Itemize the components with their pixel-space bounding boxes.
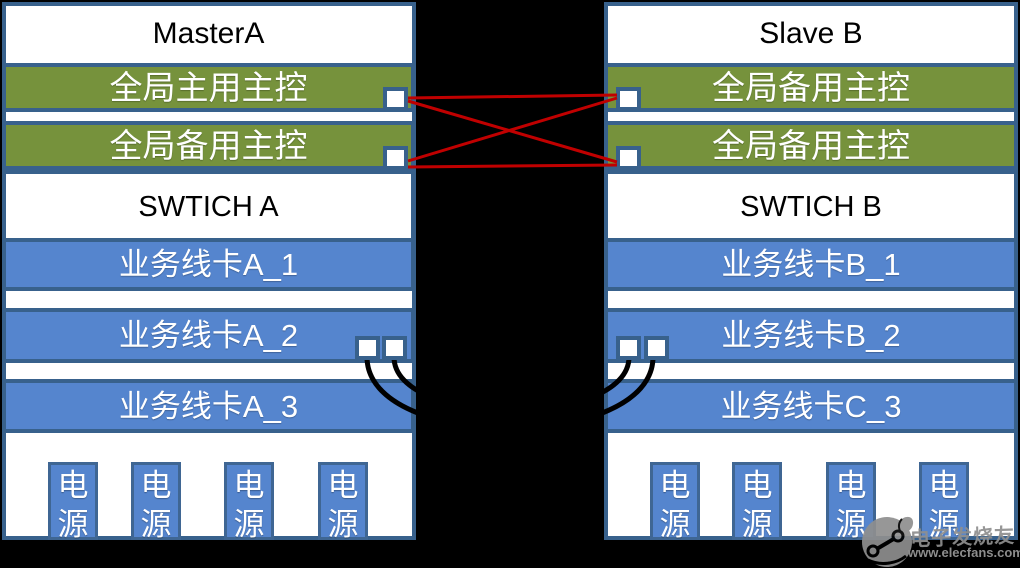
slave-b-power-unit-4: 电源	[919, 462, 969, 542]
slave-b-line-card-1: 业务线卡B_1	[604, 238, 1018, 291]
slave-b-line-card-3: 业务线卡C_3	[604, 379, 1018, 433]
master-a-switch-label: SWTICH A	[138, 190, 279, 223]
slave-b-standby-control-card-1: 全局备用主控	[604, 63, 1018, 112]
master-a-line-card-1-label: 业务线卡A_1	[118, 247, 299, 282]
red-link-diag-up	[407, 96, 618, 163]
slave-b-title-row: Slave B	[604, 6, 1018, 62]
master-a-line-card-1: 业务线卡A_1	[2, 238, 415, 291]
slave-b-line-card-2-port-2-icon	[644, 336, 669, 360]
master-a-line-card-2: 业务线卡A_2	[2, 308, 415, 363]
slave-b-line-card-2-label: 业务线卡B_2	[721, 318, 901, 353]
master-a-line-card-2-label: 业务线卡A_2	[118, 318, 299, 353]
master-a-title-row: MasterA	[2, 6, 415, 62]
master-a-power-unit-1: 电源	[48, 462, 98, 542]
master-a-power-unit-2: 电源	[131, 462, 181, 542]
cable-inner	[391, 354, 632, 413]
slave-b-standby-control-1-port-icon	[616, 87, 641, 111]
slave-b-standby-control-1-label: 全局备用主控	[712, 69, 910, 106]
slave-b-power-unit-2: 电源	[732, 462, 782, 542]
master-a-line-card-2-port-1-icon	[355, 336, 380, 360]
master-a-line-card-3: 业务线卡A_3	[2, 379, 415, 433]
master-a-power-unit-4: 电源	[318, 462, 368, 542]
slave-b-power-unit-3: 电源	[826, 462, 876, 542]
slave-b-switch-label: SWTICH B	[740, 190, 882, 223]
master-a-active-control-port-icon	[383, 87, 408, 111]
watermark-site-text: www.elecfans.com	[908, 545, 1020, 560]
red-link-diag-down	[407, 99, 618, 164]
red-link-top	[407, 93, 618, 100]
slave-b-line-card-3-label: 业务线卡C_3	[720, 388, 902, 424]
elecfans-logo-icon	[862, 516, 914, 567]
slave-b-line-card-2-port-1-icon	[616, 336, 641, 360]
slave-b-power-unit-1: 电源	[650, 462, 700, 542]
slave-b-standby-control-card-2: 全局备用主控	[604, 121, 1018, 170]
master-a-standby-control-card: 全局备用主控	[2, 121, 415, 170]
slave-b-standby-control-2-port-icon	[616, 146, 641, 170]
slave-b-line-card-2: 业务线卡B_2	[604, 308, 1018, 363]
master-a-active-control-label: 全局主用主控	[109, 69, 308, 106]
slave-b-switch-card: SWTICH B	[604, 170, 1018, 244]
elecfans-watermark: 电子发烧友 www.elecfans.com	[860, 512, 1020, 568]
master-a-title: MasterA	[152, 17, 265, 50]
master-a-standby-control-port-icon	[383, 146, 408, 170]
master-a-standby-control-label: 全局备用主控	[109, 127, 308, 164]
slave-b-line-card-1-label: 业务线卡B_1	[721, 247, 901, 282]
master-a-line-card-2-port-2-icon	[382, 336, 407, 360]
master-a-active-control-card: 全局主用主控	[2, 63, 415, 112]
slave-b-standby-control-2-label: 全局备用主控	[712, 127, 910, 164]
slave-b-title: Slave B	[759, 17, 863, 50]
master-a-power-unit-3: 电源	[224, 462, 274, 542]
master-a-switch-card: SWTICH A	[2, 170, 415, 244]
red-link-bottom	[407, 163, 618, 169]
master-a-line-card-3-label: 业务线卡A_3	[118, 388, 299, 424]
